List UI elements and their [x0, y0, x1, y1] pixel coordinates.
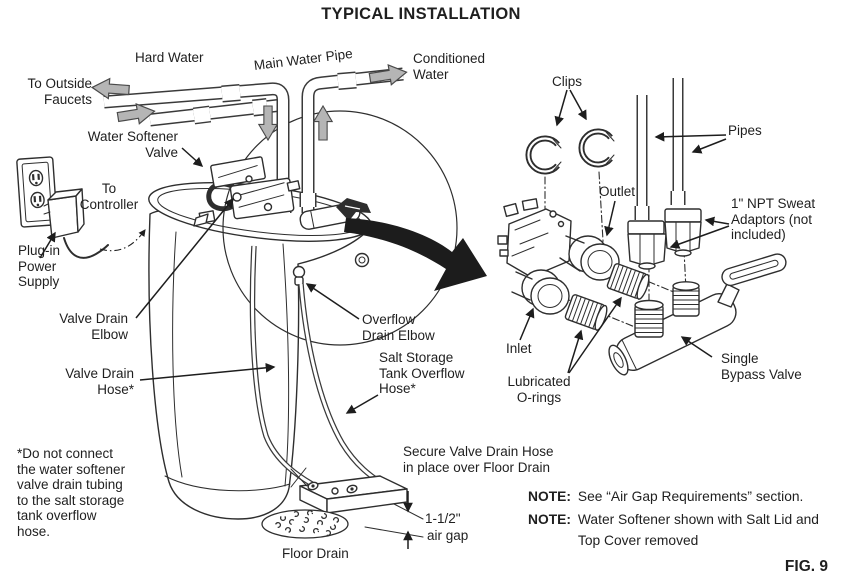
outlet-receptacle-icon	[30, 191, 45, 209]
adaptor-nut-icon	[627, 220, 667, 270]
flow-arrow-conditioned-icon	[367, 61, 409, 89]
bypass-valve-body	[608, 253, 787, 376]
tank-bypass-handle	[336, 198, 371, 221]
label-water-softener-valve: Water Softener Valve	[87, 129, 178, 160]
label-single-bypass-valve: Single Bypass Valve	[721, 351, 802, 382]
softener-tank	[148, 182, 372, 520]
bypass-valve-handle	[717, 253, 787, 308]
outlet-receptacle-icon	[28, 169, 44, 187]
hose-clamp-block	[290, 467, 408, 514]
label-to-controller: To Controller	[79, 181, 139, 212]
floor-drain-grate	[261, 509, 349, 539]
copper-pipes	[634, 78, 686, 220]
adaptor-nut-icon	[664, 208, 702, 257]
figure-number: FIG. 9	[784, 558, 828, 575]
diagram-title: TYPICAL INSTALLATION	[321, 5, 521, 23]
note-prefix: NOTE:	[528, 512, 571, 527]
label-footnote: *Do not connect the water softener valve…	[17, 446, 126, 539]
note-prefix: NOTE:	[528, 489, 571, 504]
main-water-pipes	[103, 67, 404, 213]
clip-icon	[578, 128, 615, 168]
label-inlet: Inlet	[506, 341, 532, 356]
label-overflow-drain-elbow: Overflow Drain Elbow	[362, 312, 435, 343]
label-plug-in-power-supply: Plug-in Power Supply	[18, 243, 61, 289]
zoom-arrow	[344, 218, 487, 291]
power-adapter	[43, 188, 109, 259]
label-air-gap-size: 1-1/2"	[425, 511, 461, 526]
note-text: See “Air Gap Requirements” section.	[577, 489, 804, 504]
o-ring-adaptor-icon	[606, 263, 650, 300]
label-salt-storage-hose: Salt Storage Tank Overflow Hose*	[379, 350, 465, 396]
air-gap-dimension	[364, 491, 424, 549]
label-npt-sweat-adaptors: 1" NPT Sweat Adaptors (not included)	[731, 196, 816, 242]
magnifier-circle	[222, 110, 458, 346]
valve-drain-elbow-fitting	[232, 192, 242, 202]
inlet-port	[511, 269, 570, 315]
softener-valve-assembly	[193, 156, 301, 227]
label-clips: Clips	[552, 74, 583, 89]
note-air-gap: NOTE: See “Air Gap Requirements” section…	[528, 486, 828, 507]
callout-arrows	[39, 89, 730, 414]
label-valve-drain-hose: Valve Drain Hose*	[65, 366, 134, 397]
clip-icon	[525, 135, 562, 175]
label-conditioned-water: Conditioned Water	[413, 51, 486, 82]
label-hard-water: Hard Water	[135, 50, 204, 65]
note-salt-lid: NOTE: Water Softener shown with Salt Lid…	[528, 509, 828, 551]
label-floor-drain: Floor Drain	[282, 546, 349, 561]
o-ring-adaptors	[564, 263, 650, 331]
label-lubricated-o-rings: Lubricated O-rings	[507, 374, 571, 405]
label-outlet: Outlet	[599, 184, 636, 199]
label-air-gap: air gap	[427, 528, 469, 543]
bypass-threaded-port	[634, 299, 664, 338]
controller-dashed-arrow	[99, 229, 146, 252]
valve-body-exploded	[497, 198, 572, 278]
outlet-port	[559, 235, 620, 281]
bypass-threaded-port	[672, 281, 700, 317]
retaining-clips	[525, 128, 615, 175]
overflow-hose-line	[298, 283, 385, 487]
note-text: Water Softener shown with Salt Lid and T…	[577, 512, 819, 548]
o-ring-adaptor-icon	[564, 294, 608, 331]
label-to-outside-faucets: To Outside Faucets	[27, 76, 92, 107]
wall-outlet	[16, 156, 58, 228]
power-cord	[63, 237, 109, 259]
label-secure-valve-drain-hose: Secure Valve Drain Hose in place over Fl…	[403, 444, 554, 475]
rim-grommet	[354, 252, 370, 268]
overflow-drain-elbow-fitting	[292, 265, 306, 286]
label-valve-drain-elbow: Valve Drain Elbow	[59, 311, 128, 342]
notes-block: NOTE: See “Air Gap Requirements” section…	[528, 486, 828, 553]
label-pipes: Pipes	[728, 123, 762, 138]
tank-bypass-valve	[299, 198, 371, 230]
